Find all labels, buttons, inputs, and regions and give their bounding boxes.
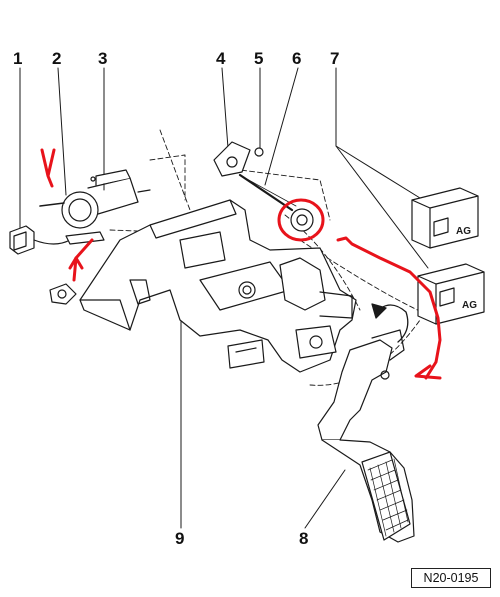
callout-4: 4	[216, 49, 226, 68]
callout-8: 8	[299, 529, 309, 548]
connector-tag-top: AG	[456, 226, 471, 237]
red-arrow-upper	[40, 148, 56, 188]
leader-lines	[19, 67, 429, 529]
connector-housing-top	[411, 187, 479, 249]
callout-3: 3	[98, 49, 108, 68]
red-route-line	[336, 236, 442, 380]
red-arrow-lower	[68, 256, 84, 282]
red-route-head	[414, 364, 442, 380]
red-markup	[40, 148, 442, 380]
pedal-bracket	[49, 199, 357, 373]
callout-5: 5	[254, 49, 264, 68]
linkage-rod	[213, 141, 314, 232]
pedal-sensor-unit	[39, 169, 151, 245]
connector-tag-bottom: AG	[462, 300, 477, 311]
figure-reference-code: N20-0195	[411, 568, 491, 588]
callout-2: 2	[52, 49, 62, 68]
connector-housing-bottom	[417, 263, 485, 325]
accelerator-pedal	[317, 329, 415, 543]
callout-6: 6	[292, 49, 302, 68]
highlight-circle	[277, 198, 325, 242]
rotation-arrow	[371, 303, 409, 343]
callout-7: 7	[330, 49, 340, 68]
callout-9: 9	[175, 529, 185, 548]
callout-1: 1	[13, 49, 23, 68]
